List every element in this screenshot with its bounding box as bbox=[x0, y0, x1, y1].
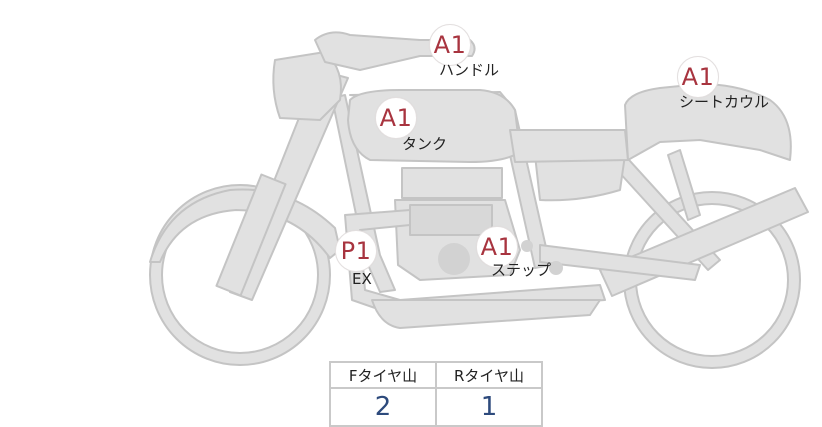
fork-tube bbox=[215, 173, 287, 297]
front-tire-header: Fタイヤ山 bbox=[329, 361, 437, 389]
handle-grade-badge[interactable]: A1 bbox=[429, 24, 471, 66]
tank-label: タンク bbox=[402, 135, 448, 153]
exhaust-label: EX bbox=[352, 270, 372, 288]
seat-cowl-shape bbox=[624, 83, 792, 161]
rear-tire-header: Rタイヤ山 bbox=[435, 361, 543, 389]
side-cover bbox=[534, 154, 626, 202]
swing-arm bbox=[539, 244, 701, 281]
rear-wheel bbox=[623, 191, 801, 369]
seat-cowl-grade-badge[interactable]: A1 bbox=[677, 56, 719, 98]
step-label: ステップ bbox=[491, 261, 552, 279]
front-tire-value: 2 bbox=[329, 387, 437, 427]
exhaust-grade-badge[interactable]: P1 bbox=[335, 230, 377, 272]
exhaust-grade: P1 bbox=[340, 237, 372, 265]
tire-tread-table: Fタイヤ山 Rタイヤ山 2 1 bbox=[329, 361, 543, 427]
handle-grade: A1 bbox=[433, 31, 467, 59]
step-grade: A1 bbox=[480, 233, 514, 261]
seat bbox=[509, 129, 629, 163]
tank-grade-badge[interactable]: A1 bbox=[375, 97, 417, 139]
seat-cowl-label: シートカウル bbox=[679, 93, 770, 111]
seat-cowl-grade: A1 bbox=[681, 63, 715, 91]
step-grade-badge[interactable]: A1 bbox=[476, 226, 518, 268]
tank-grade: A1 bbox=[379, 104, 413, 132]
engine-top bbox=[401, 167, 503, 199]
rear-tire-value: 1 bbox=[435, 387, 543, 427]
handle-label: ハンドル bbox=[439, 61, 500, 79]
